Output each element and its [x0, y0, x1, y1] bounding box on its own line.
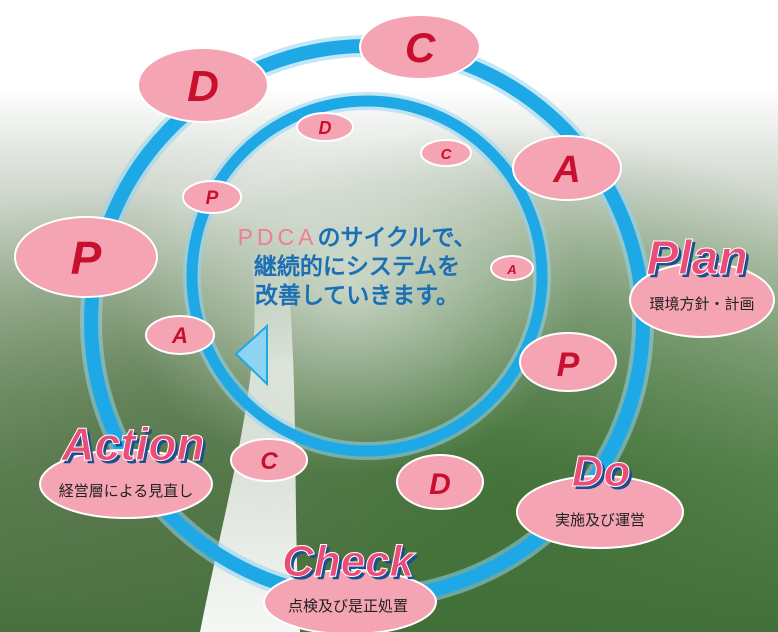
center-message-line2: 継続的にシステムを [254, 253, 460, 279]
check-title-shadow: Check [285, 540, 420, 589]
outer-bubble-letter: C [405, 24, 436, 71]
inner-bubble: A [145, 315, 215, 355]
center-message-line1: のサイクルで、 [317, 224, 476, 250]
inner-bubble-letter: A [171, 323, 188, 348]
inner-bubble: P [182, 180, 242, 214]
action-title-shadow: Action [63, 421, 207, 473]
plan-title: Plan [646, 232, 747, 285]
inner-bubble-letter: P [206, 188, 219, 209]
inner-bubble-letter: C [260, 448, 278, 475]
center-message: PDCAのサイクルで、 継続的にシステムを 改善していきます。 [238, 224, 477, 308]
inner-cycle-ring [186, 95, 548, 457]
outer-bubble: D [137, 47, 269, 123]
plan-description: 環境方針・計画 [649, 295, 754, 313]
inner-bubble: C [230, 438, 308, 482]
cycle-arrow-head-icon [234, 323, 268, 387]
inner-bubble-letter: D [319, 118, 332, 138]
action-description: 経営層による見直し [59, 483, 194, 500]
outer-bubble-letter: A [552, 149, 580, 191]
outer-bubble-letter: P [557, 346, 580, 384]
outer-bubble: A [512, 135, 622, 201]
inner-bubble: C [420, 139, 472, 167]
inner-bubble: D [296, 112, 354, 142]
check-description: 点検及び是正処置 [288, 598, 408, 615]
inner-bubble: A [490, 255, 534, 281]
inner-bubble-letter: C [441, 146, 453, 163]
do-stage: Do Do 実施及び運営 [516, 447, 684, 549]
do-title-shadow: Do [575, 450, 634, 499]
check-title: Check [282, 537, 417, 586]
center-message-line3: 改善していきます。 [255, 282, 459, 308]
plan-stage: Plan Plan 環境方針・計画 [629, 232, 775, 338]
outer-bubble-letter: D [429, 468, 451, 501]
outer-bubble-letter: D [187, 62, 219, 111]
plan-title-shadow: Plan [649, 235, 750, 288]
outer-bubble-letter: P [71, 232, 102, 284]
action-title: Action [60, 418, 204, 470]
action-stage: Action Action 経営層による見直し [39, 418, 213, 519]
do-title: Do [572, 447, 631, 496]
outer-bubble: C [359, 14, 481, 80]
svg-text:PDCAのサイクルで、: PDCAのサイクルで、 [238, 224, 477, 250]
inner-bubble-letter: A [506, 262, 516, 277]
center-message-prefix: PDCA [238, 224, 318, 250]
outer-bubble: P [519, 332, 617, 392]
outer-bubble: D [396, 454, 484, 510]
do-description: 実施及び運営 [555, 512, 645, 529]
check-stage: Check Check 点検及び是正処置 [263, 537, 437, 632]
outer-bubble: P [14, 216, 158, 298]
